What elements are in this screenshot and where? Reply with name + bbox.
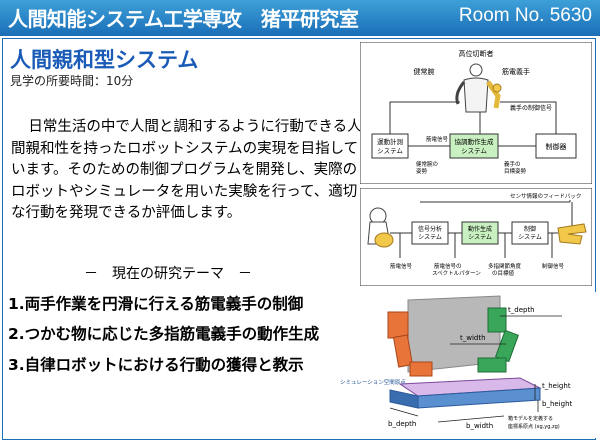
d2-control-signal: 制御信号 [542,262,565,270]
content-frame [2,38,596,440]
svg-text:姿勢: 姿勢 [416,167,428,175]
svg-text:スペクトルパターン: スペクトルパターン [432,269,481,277]
d2-feedback-label: センサ情報のフィードバック [510,192,581,200]
d3-b-width: b_width [466,422,493,430]
d3-green-arm [477,307,520,373]
d2-arm-figure [367,207,394,248]
svg-text:目標姿勢: 目標姿勢 [504,167,527,175]
d2-hand-figure [557,223,587,245]
simulation-render: t_depth t_width t_height b_height b_dept… [330,292,596,438]
d1-person-figure [455,63,502,113]
d1-emg-signal: 筋電信号 [426,135,449,143]
d3-orange-arm [387,311,433,377]
svg-text:協調動作生成: 協調動作生成 [455,137,495,146]
topics-heading: － 現在の研究テーマ － [84,266,252,282]
d3-t-height: t_height [542,382,571,390]
d1-healthy-arm-label: 健常腕 [414,67,435,76]
d3-b-depth: b_depth [388,420,416,428]
d1-motion-measure-box [371,133,409,159]
svg-text:動作生成: 動作生成 [468,225,492,233]
topic-item-2: 2.つかむ物に応じた多指筋電義手の動作生成 [8,325,320,343]
topic-item-1: 1.両手作業を円滑に行える筋電義手の制御 [8,295,304,313]
svg-text:システム: システム [518,234,542,241]
signal-chain-diagram: センサ情報のフィードバック 信号分析 システム 動作生成 システム 制御 システ… [360,188,592,286]
d1-emg-prosthesis-label: 筋電義手 [502,67,530,76]
svg-text:運動計測: 運動計測 [377,137,403,146]
header-bar: 人間知能システム工学専攻 猪平研究室 Room No. 5630 [0,0,600,36]
svg-text:システム: システム [418,234,442,241]
d1-controller-label: 制御器 [546,142,567,151]
visit-time: 見学の所要時間：10分 [10,74,134,88]
room-number: Room No. 5630 [458,5,592,26]
svg-text:信号分析: 信号分析 [418,225,442,233]
d3-b-height: b_height [542,400,573,408]
d3-t-depth: t_depth [508,306,535,314]
svg-text:システム: システム [377,147,403,155]
svg-text:筋電信号の: 筋電信号の [434,262,462,270]
svg-text:制御: 制御 [524,225,536,233]
d1-amputee-label: 高位切断者 [459,49,494,58]
svg-text:健常腕の: 健常腕の [416,160,438,168]
svg-text:座標系原点 (xg,yg,zg): 座標系原点 (xg,yg,zg) [508,423,560,430]
department-title: 人間知能システム工学専攻 猪平研究室 [8,7,359,31]
description: 日常生活の中で人間と調和するように行動できる人間親和性を持ったロボットシステムの… [11,117,366,225]
d3-sim-space-label: シミュレーション空間原点 [340,378,406,386]
svg-text:の目標値: の目標値 [492,269,515,277]
d3-t-width: t_width [460,334,486,342]
svg-text:システム: システム [461,147,487,155]
d2-emg-label: 筋電信号 [390,262,413,270]
svg-text:義手の: 義手の [504,160,521,168]
svg-text:システム: システム [468,234,492,241]
description-text: 日常生活の中で人間と調和するように行動できる人間親和性を持ったロボットシステムの… [11,119,362,221]
svg-text:多指関節角度: 多指関節角度 [488,262,522,270]
topic-item-3: 3.自律ロボットにおける行動の獲得と教示 [8,356,304,374]
d1-signal-label: 義手の制御信号 [510,104,552,112]
cooperative-control-diagram: 高位切断者 健常腕 筋電義手 義手の制御信号 運動計測 システム 協調動作生成 … [360,42,592,184]
d1-coop-gen-box [449,133,499,159]
lab-title: 人間親和型システム [10,48,199,72]
svg-text:箱モデルを定義する: 箱モデルを定義する [508,415,553,422]
